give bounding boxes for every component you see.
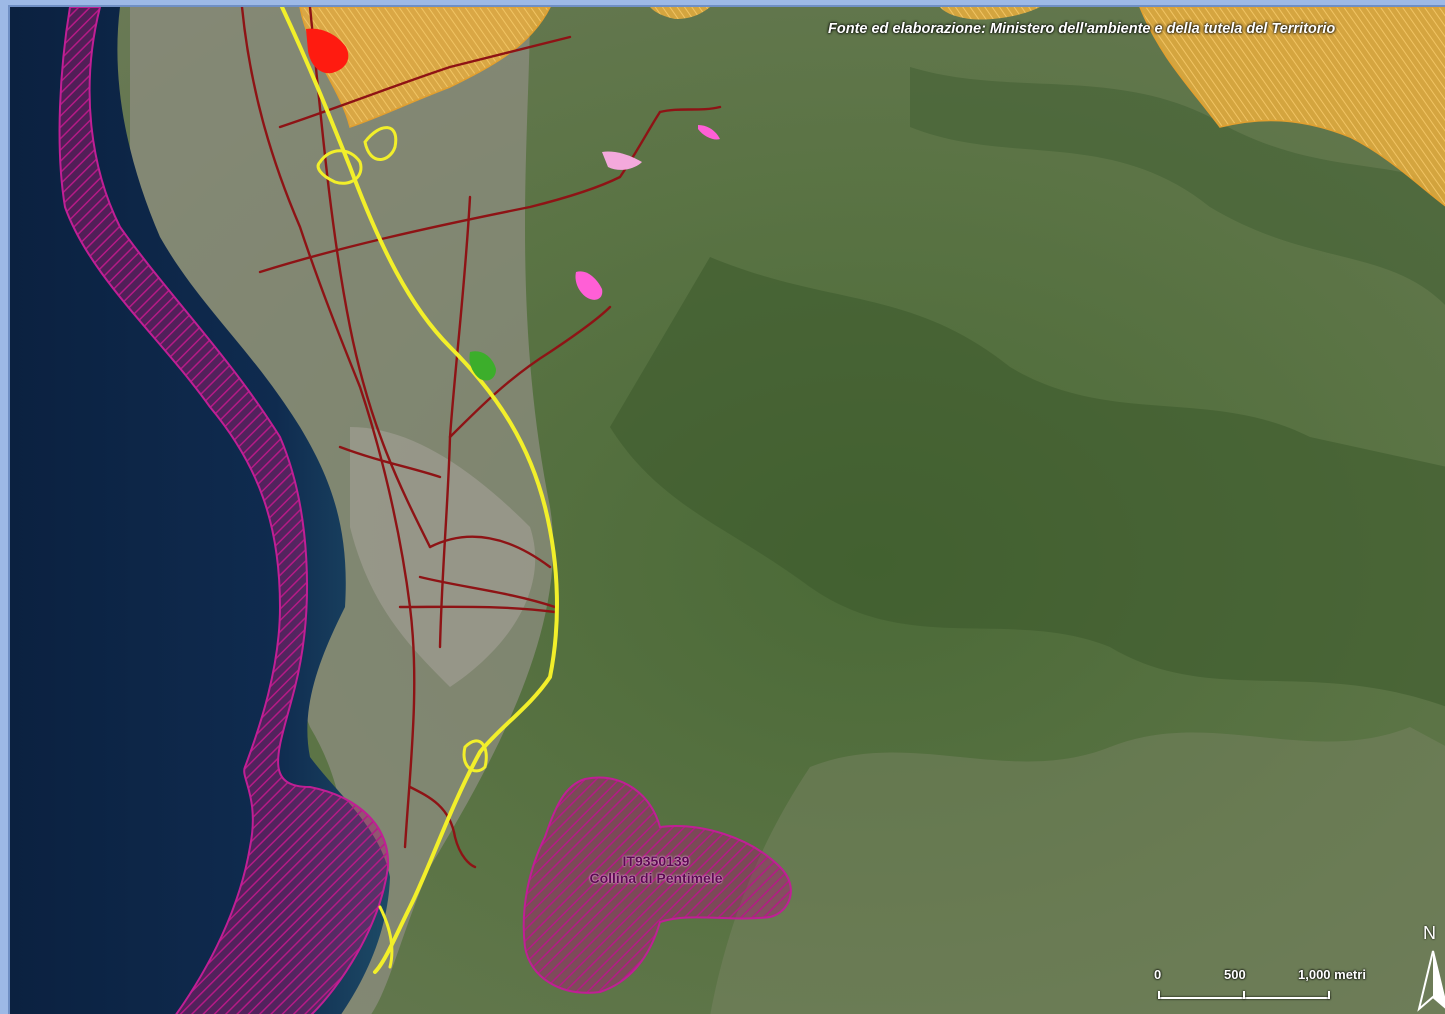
scale-label-0: 0: [1154, 967, 1162, 982]
site-red[interactable]: [306, 28, 349, 74]
site-label: IT9350139 Collina di Pentimele: [530, 853, 782, 887]
scale-bar: 0 500 1,000 metri: [1148, 967, 1418, 1014]
site-green[interactable]: [469, 351, 496, 381]
map-canvas[interactable]: [10, 7, 1445, 1014]
scale-label-1000: 1,000 metri: [1298, 967, 1366, 982]
scale-tick: [1328, 991, 1330, 999]
scale-tick: [1158, 991, 1160, 999]
site-light-pink[interactable]: [602, 151, 642, 170]
bare-slopes: [710, 727, 1445, 1014]
site-collina-di-pentimele[interactable]: [522, 776, 792, 994]
roads: [240, 7, 722, 869]
site-pink-1[interactable]: [698, 125, 720, 140]
site-name: Collina di Pentimele: [589, 870, 723, 886]
protected-marine-area[interactable]: [58, 7, 390, 1014]
protected-area-northeast[interactable]: [1139, 7, 1445, 207]
scale-tick: [1243, 991, 1245, 999]
forest-ridges: [610, 257, 1445, 707]
north-label: N: [1423, 923, 1436, 943]
north-arrow-icon: [1417, 950, 1445, 1012]
urban-area: [130, 7, 554, 1014]
protected-area-top-strip[interactable]: [650, 7, 710, 19]
site-code: IT9350139: [622, 853, 690, 869]
map-source-caption: Fonte ed elaborazione: Ministero dell'am…: [828, 21, 1336, 37]
scale-label-500: 500: [1224, 967, 1246, 982]
protected-area-top-strip-2[interactable]: [940, 7, 1040, 20]
urban-area-dense: [350, 427, 536, 687]
map-frame[interactable]: Fonte ed elaborazione: Ministero dell'am…: [8, 5, 1445, 1014]
highway: [280, 7, 559, 974]
site-pink-2[interactable]: [575, 271, 603, 300]
north-arrow: N: [1415, 923, 1445, 1014]
forest-ridges-2: [910, 67, 1445, 306]
